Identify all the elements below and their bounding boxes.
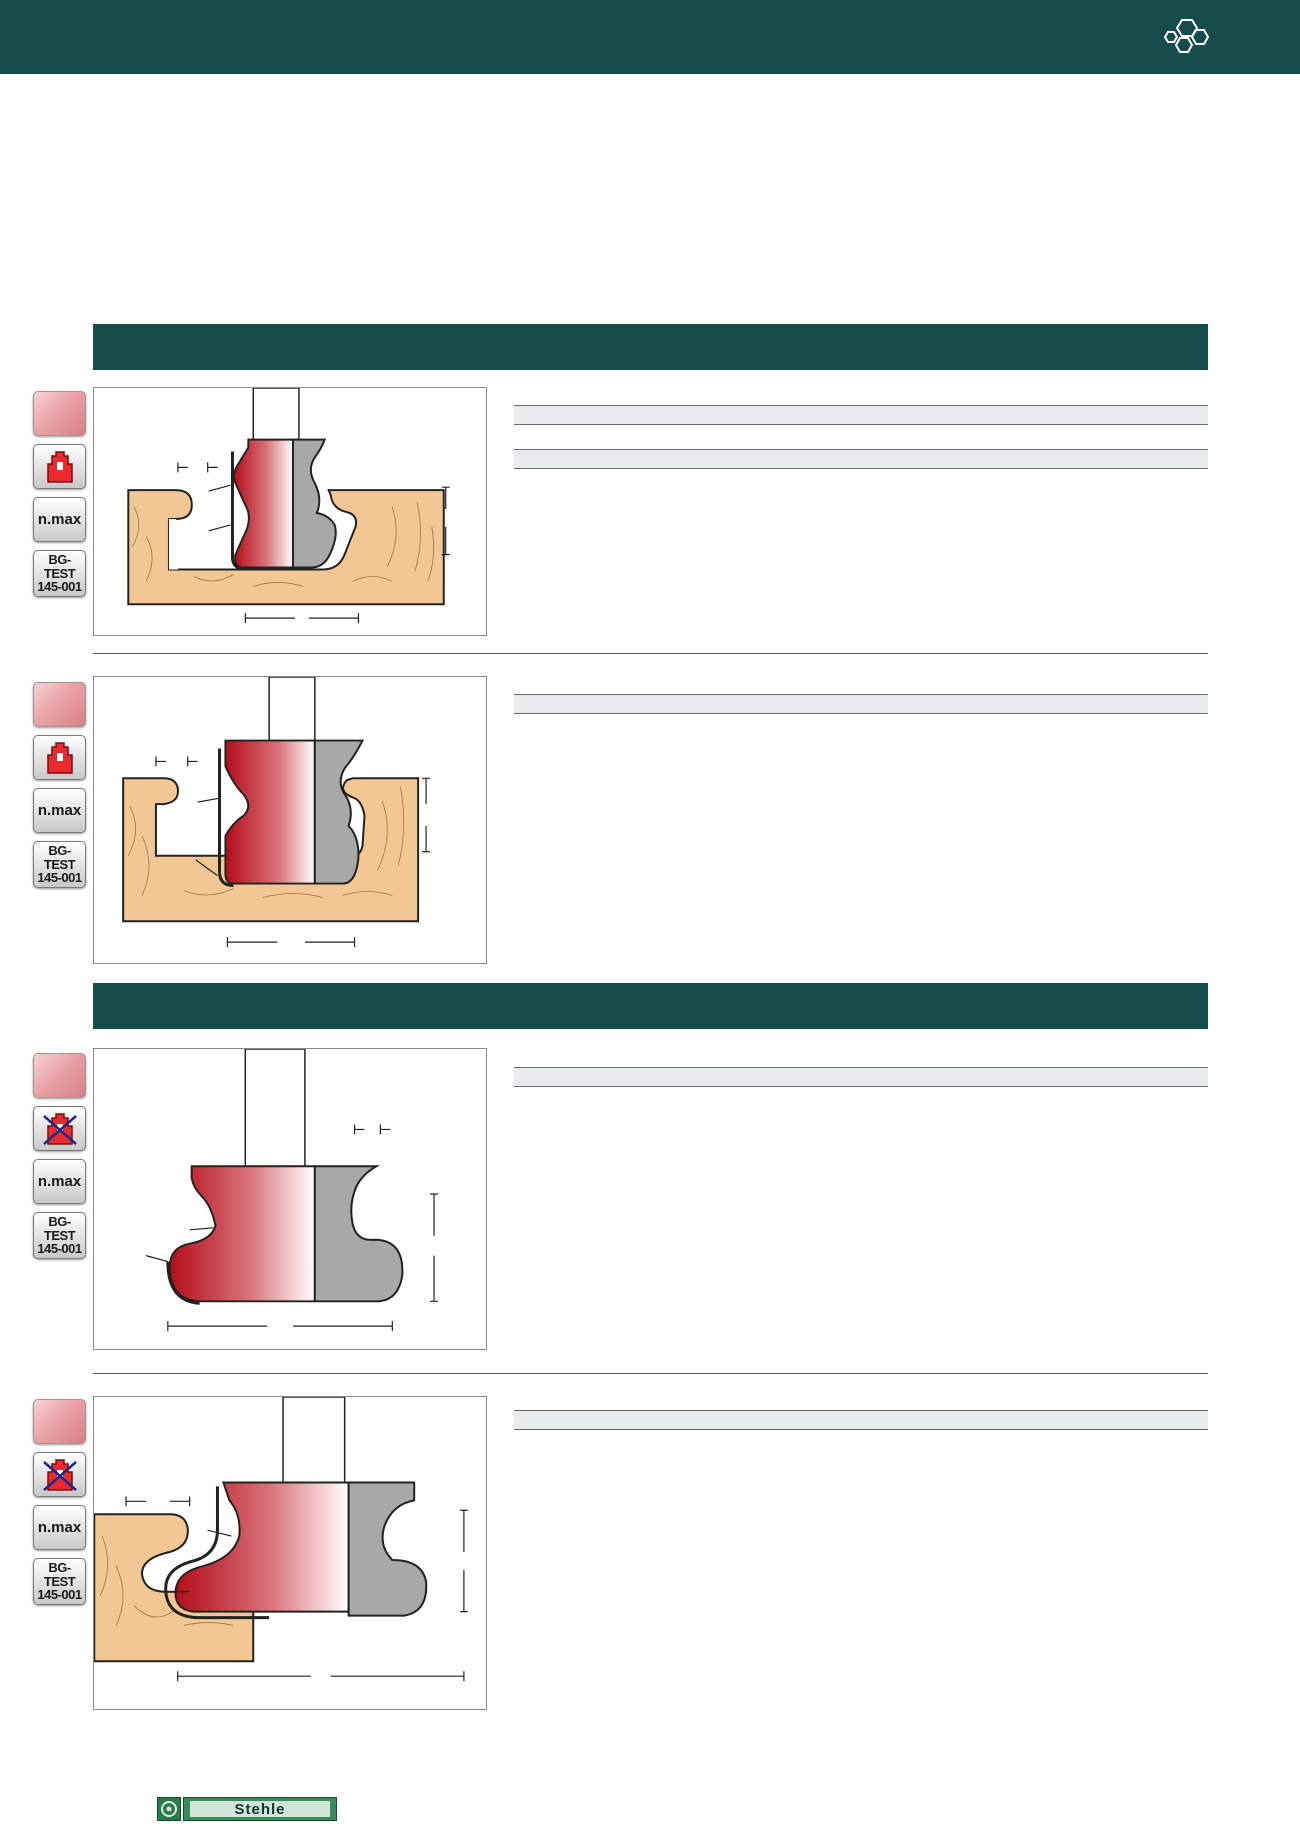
section-band-2 <box>93 983 1208 1029</box>
section-band-1 <box>93 324 1208 370</box>
machine-feed-crossed-icon <box>42 1112 77 1145</box>
max-speed-badge: n.max <box>33 1159 86 1204</box>
bg-test-line2: 145-001 <box>37 1587 82 1603</box>
header-bar <box>0 0 1300 74</box>
bg-test-line1: BG-TEST <box>43 843 76 872</box>
divider-1 <box>93 653 1208 654</box>
brand-wordmark: Stehle <box>183 1797 337 1821</box>
cutter-diagram-4 <box>93 1396 487 1710</box>
nmax-label: n.max <box>37 801 82 819</box>
bg-test-line1: BG-TEST <box>43 552 76 581</box>
bg-test-badge: BG-TEST 145-001 <box>33 1558 86 1605</box>
cutter-diagram-1 <box>93 387 487 636</box>
feed-direction-icon <box>33 444 86 489</box>
hexagon-cluster-icon <box>1163 19 1210 53</box>
spec-bar-1b <box>514 449 1208 469</box>
divider-2 <box>93 1373 1208 1374</box>
nmax-label: n.max <box>37 1172 82 1190</box>
max-speed-badge: n.max <box>33 788 86 833</box>
tool-color-swatch <box>33 1399 86 1444</box>
feed-not-allowed-icon <box>33 1106 86 1151</box>
spec-bar-3a <box>514 1067 1208 1087</box>
feed-not-allowed-icon <box>33 1452 86 1497</box>
footer-brand-logo: Stehle <box>157 1797 337 1821</box>
feed-direction-icon <box>33 735 86 780</box>
tool-color-swatch <box>33 391 86 436</box>
machine-feed-icon <box>46 450 73 483</box>
brand-name: Stehle <box>190 1801 330 1818</box>
bg-test-line2: 145-001 <box>37 579 82 595</box>
max-speed-badge: n.max <box>33 497 86 542</box>
machine-feed-icon <box>46 741 73 774</box>
cutter-diagram-3 <box>93 1048 487 1350</box>
machine-feed-crossed-icon <box>42 1458 77 1491</box>
bg-test-line1: BG-TEST <box>43 1560 76 1589</box>
spec-bar-2a <box>514 694 1208 714</box>
bg-test-badge: BG-TEST 145-001 <box>33 841 86 888</box>
nmax-label: n.max <box>37 1518 82 1536</box>
bg-test-badge: BG-TEST 145-001 <box>33 1212 86 1259</box>
spec-bar-4a <box>514 1410 1208 1430</box>
cutter-diagram-2 <box>93 676 487 964</box>
brand-mark-icon <box>157 1797 181 1821</box>
nmax-label: n.max <box>37 510 82 528</box>
bg-test-line2: 145-001 <box>37 870 82 886</box>
spec-bar-1a <box>514 405 1208 425</box>
max-speed-badge: n.max <box>33 1505 86 1550</box>
tool-color-swatch <box>33 682 86 727</box>
bg-test-badge: BG-TEST 145-001 <box>33 550 86 597</box>
tool-color-swatch <box>33 1053 86 1098</box>
bg-test-line1: BG-TEST <box>43 1214 76 1243</box>
bg-test-line2: 145-001 <box>37 1241 82 1257</box>
